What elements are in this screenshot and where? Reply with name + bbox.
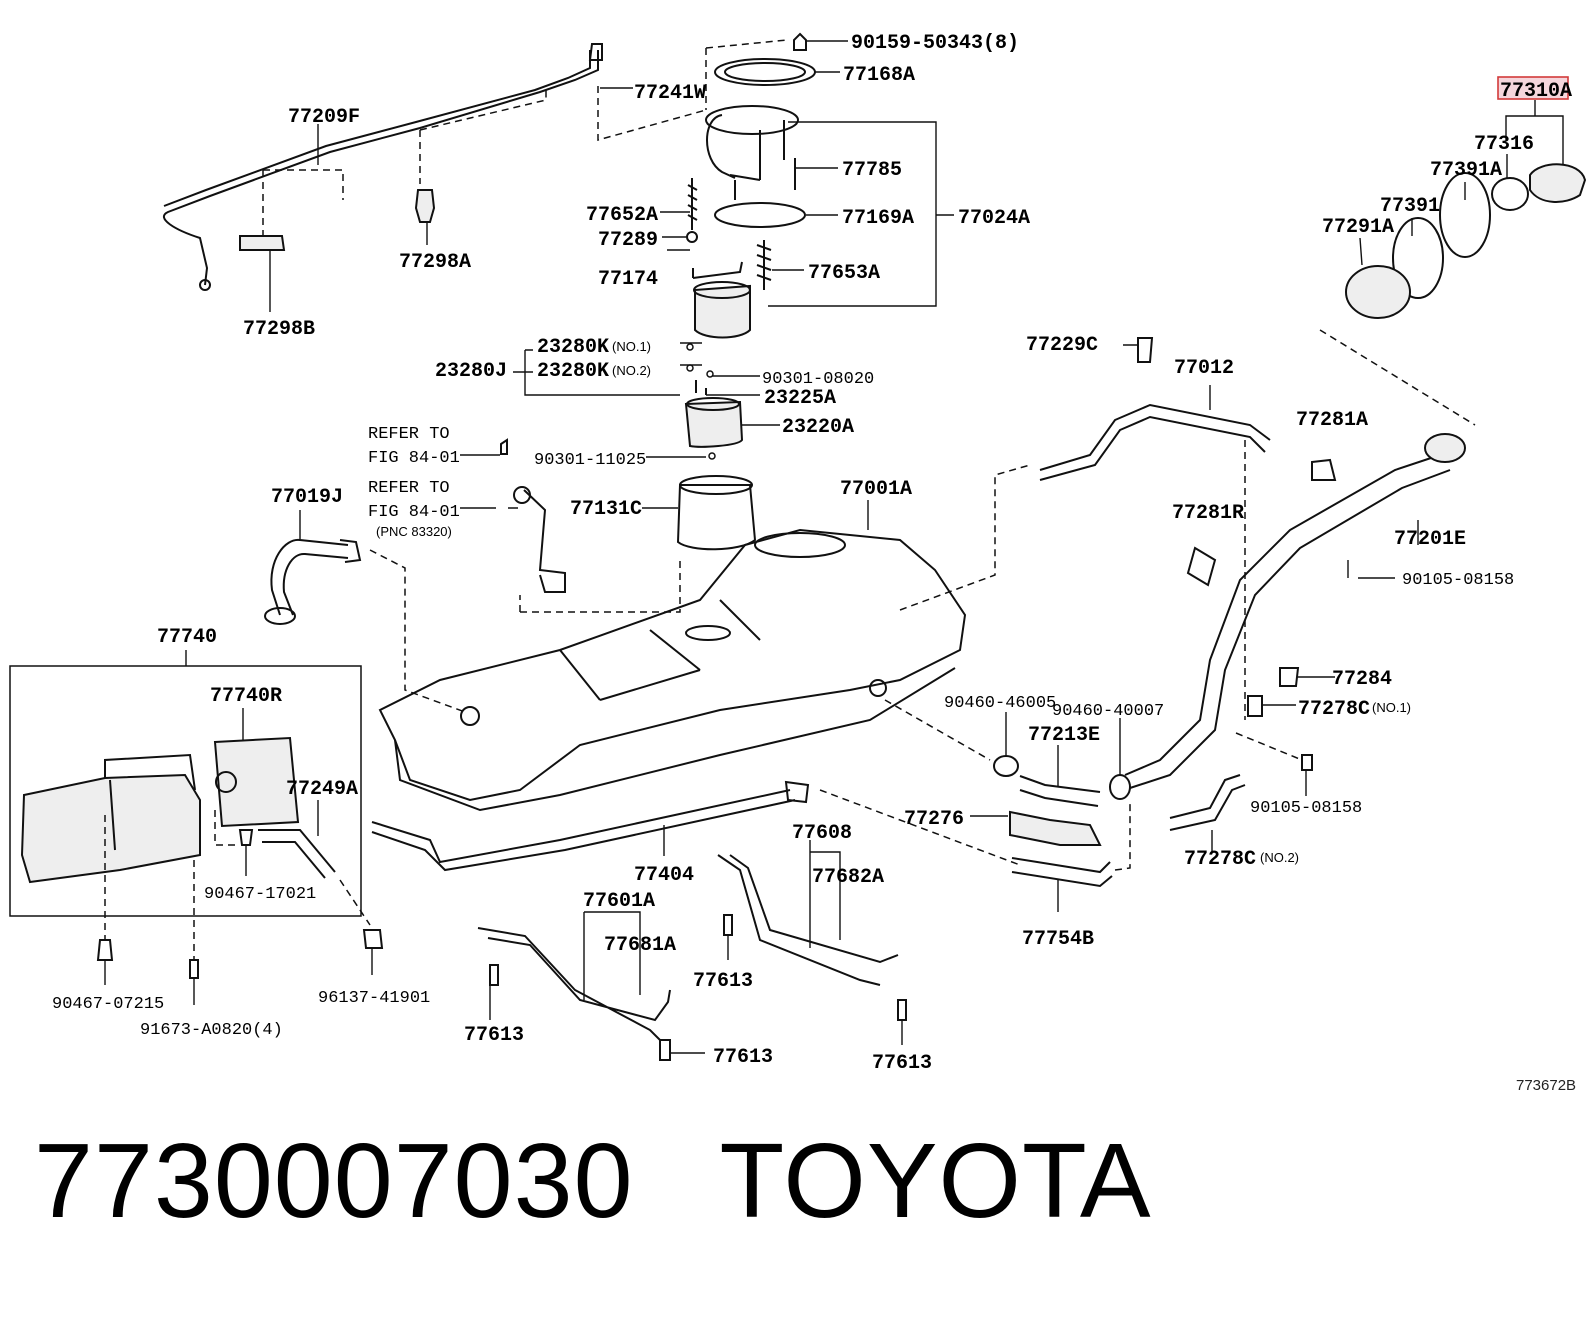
canister-group-77740 bbox=[9, 650, 384, 1005]
label-77281a: 77281A bbox=[1296, 409, 1368, 432]
label-90467-17021: 90467-17021 bbox=[204, 885, 316, 904]
label-77001a: 77001A bbox=[840, 478, 912, 501]
label-77281r: 77281R bbox=[1172, 502, 1244, 525]
label-77131c: 77131C bbox=[570, 498, 642, 521]
label-77404: 77404 bbox=[634, 864, 694, 887]
refer-note-2-line3: (PNC 83320) bbox=[376, 524, 452, 539]
label-77298a: 77298A bbox=[399, 251, 471, 274]
refer-note-2-line1: REFER TO bbox=[368, 479, 450, 498]
cap-group-77310a bbox=[1345, 100, 1587, 319]
label-77174: 77174 bbox=[598, 268, 658, 291]
label-96137-41901: 96137-41901 bbox=[318, 989, 430, 1008]
label-77019j: 77019J bbox=[271, 486, 343, 509]
diagram-reference-code: 773672B bbox=[1516, 1077, 1576, 1094]
label-91673-a0820: 91673-A0820(4) bbox=[140, 1021, 283, 1040]
label-90105-08158-b: 90105-08158 bbox=[1250, 799, 1362, 818]
hose-77019j bbox=[264, 510, 362, 625]
label-23280j: 23280J bbox=[435, 360, 507, 383]
label-77785: 77785 bbox=[842, 159, 902, 182]
label-77229c: 77229C bbox=[1026, 334, 1098, 357]
label-77613-d: 77613 bbox=[872, 1052, 932, 1075]
label-77754b: 77754B bbox=[1022, 928, 1094, 951]
label-77682a: 77682A bbox=[812, 866, 884, 889]
label-77278c-1: 77278C bbox=[1298, 698, 1370, 721]
clips-right bbox=[1169, 546, 1335, 852]
label-77012: 77012 bbox=[1174, 357, 1234, 380]
label-77289: 77289 bbox=[598, 229, 658, 252]
label-77653a: 77653A bbox=[808, 262, 880, 285]
refer-note-2-line2: FIG 84-01 bbox=[368, 503, 460, 522]
caption-brand: TOYOTA bbox=[719, 1122, 1152, 1240]
label-23280k-1: 23280K bbox=[537, 336, 609, 359]
label-77310a: 77310A bbox=[1500, 80, 1572, 103]
label-90301-11025: 90301-11025 bbox=[534, 451, 646, 470]
label-23220a: 23220A bbox=[782, 416, 854, 439]
tank-strap-77608 bbox=[717, 840, 907, 1045]
label-77613-b: 77613 bbox=[464, 1024, 524, 1047]
label-77391: 77391 bbox=[1380, 195, 1440, 218]
label-77284: 77284 bbox=[1332, 668, 1392, 691]
label-77613-c: 77613 bbox=[713, 1046, 773, 1069]
label-77213e: 77213E bbox=[1028, 724, 1100, 747]
label-77278c-2-sub: (NO.2) bbox=[1260, 850, 1299, 865]
label-90159-50343: 90159-50343(8) bbox=[851, 32, 1019, 55]
label-90301-08020: 90301-08020 bbox=[762, 370, 874, 389]
hoses-bottom-right bbox=[819, 699, 1131, 912]
label-90460-40007: 90460-40007 bbox=[1052, 702, 1164, 721]
label-77249a: 77249A bbox=[286, 778, 358, 801]
label-77024a: 77024A bbox=[958, 207, 1030, 230]
label-77291a: 77291A bbox=[1322, 216, 1394, 239]
label-77276: 77276 bbox=[904, 808, 964, 831]
label-77201e: 77201E bbox=[1394, 528, 1466, 551]
filler-pipe-77201e bbox=[1124, 329, 1476, 789]
label-90460-46005: 90460-46005 bbox=[944, 694, 1056, 713]
label-77169a: 77169A bbox=[842, 207, 914, 230]
refer-note-1-line1: REFER TO bbox=[368, 425, 450, 444]
tank-strap-77601a bbox=[477, 911, 705, 1061]
label-77391a: 77391A bbox=[1430, 159, 1502, 182]
label-77278c-2: 77278C bbox=[1184, 848, 1256, 871]
vent-tube-77209f bbox=[163, 43, 603, 312]
label-77209f: 77209F bbox=[288, 106, 360, 129]
label-77608: 77608 bbox=[792, 822, 852, 845]
fuel-pump-assembly bbox=[262, 32, 954, 613]
label-90467-07215: 90467-07215 bbox=[52, 995, 164, 1014]
breather-hose-77012 bbox=[1039, 337, 1271, 481]
label-23280k-2-sub: (NO.2) bbox=[612, 363, 651, 378]
label-77316: 77316 bbox=[1474, 133, 1534, 156]
part-labels: 90159-50343(8) 77168A 77241W 77209F 7778… bbox=[52, 32, 1576, 1094]
label-77740: 77740 bbox=[157, 626, 217, 649]
label-23280k-1-sub: (NO.1) bbox=[612, 339, 651, 354]
label-77298b: 77298B bbox=[243, 318, 315, 341]
label-77681a: 77681A bbox=[604, 934, 676, 957]
label-23280k-2: 23280K bbox=[537, 360, 609, 383]
hose-77404 bbox=[371, 780, 810, 872]
highlight-77310a bbox=[1497, 76, 1569, 100]
label-77613-a: 77613 bbox=[693, 970, 753, 993]
label-77278c-1-sub: (NO.1) bbox=[1372, 700, 1411, 715]
refer-note-1-line2: FIG 84-01 bbox=[368, 449, 460, 468]
label-90105-08158-a: 90105-08158 bbox=[1402, 571, 1514, 590]
label-77601a: 77601A bbox=[583, 890, 655, 913]
label-77652a: 77652A bbox=[586, 204, 658, 227]
label-77168a: 77168A bbox=[843, 64, 915, 87]
caption-part-number: 7730007030 bbox=[34, 1122, 634, 1240]
label-77740r: 77740R bbox=[210, 685, 282, 708]
label-77241w: 77241W bbox=[634, 82, 706, 105]
label-23225a: 23225A bbox=[764, 387, 836, 410]
fuel-tank-77001a bbox=[369, 464, 1031, 812]
